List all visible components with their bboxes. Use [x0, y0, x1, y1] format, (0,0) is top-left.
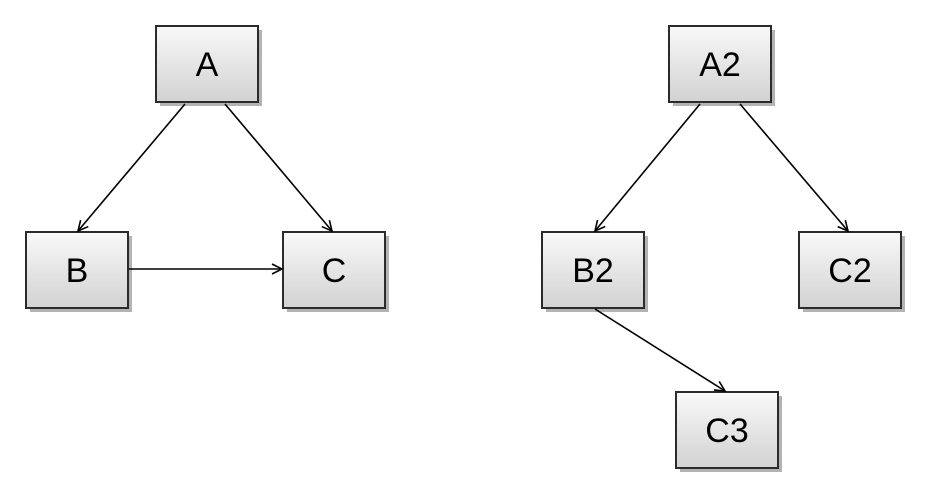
- node-C[interactable]: [282, 231, 386, 309]
- node-B[interactable]: [25, 231, 129, 309]
- node-A2[interactable]: [668, 25, 772, 103]
- edge-A2-B2[interactable]: [593, 103, 701, 233]
- edge-B2-C3[interactable]: [594, 308, 727, 392]
- node-C3[interactable]: [675, 391, 779, 469]
- edge-A2-C2[interactable]: [739, 103, 850, 233]
- edge-A-B[interactable]: [76, 103, 186, 233]
- edge-A-C[interactable]: [224, 103, 334, 233]
- node-B2[interactable]: [541, 231, 645, 309]
- node-A[interactable]: [155, 25, 259, 103]
- node-C2[interactable]: [798, 231, 902, 309]
